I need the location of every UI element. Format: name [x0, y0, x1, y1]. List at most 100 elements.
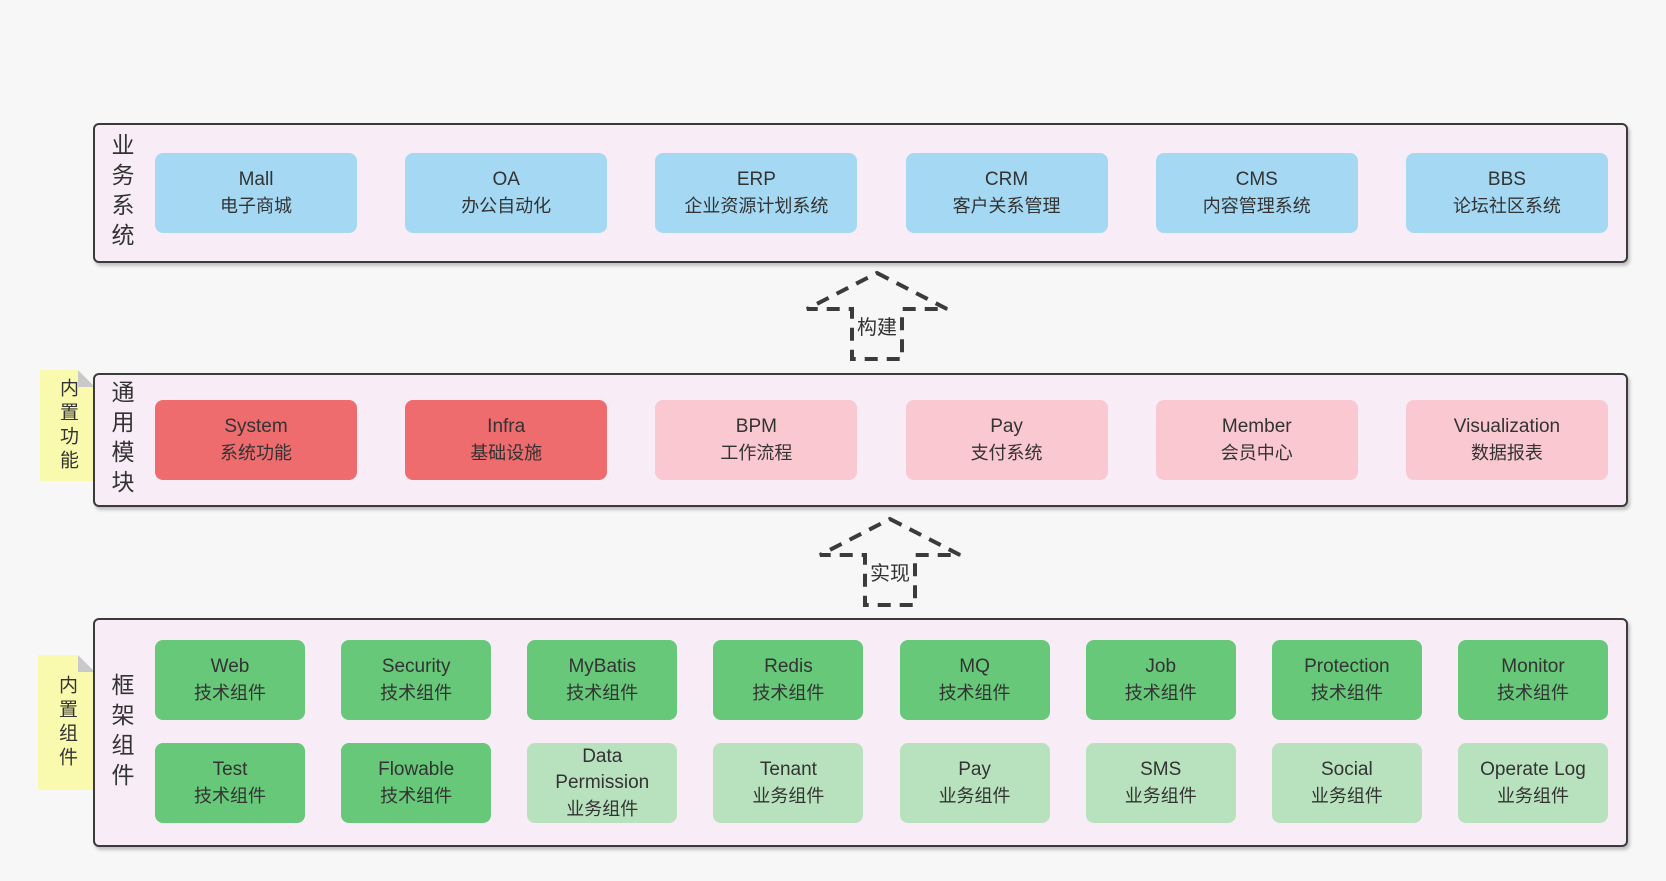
module-box-bpm: BPM 工作流程 — [655, 400, 858, 480]
dashed-up-arrow-icon — [819, 516, 961, 607]
box-title: OA — [492, 169, 520, 190]
box-title: Security — [381, 656, 451, 677]
box-title: Monitor — [1501, 656, 1565, 677]
box-subtitle: 技术组件 — [938, 683, 1011, 703]
band-boxes: Mall 电子商城 OA 办公自动化 ERP 企业资源计划系统 CRM 客户关系… — [143, 153, 1626, 233]
system-box-crm: CRM 客户关系管理 — [905, 153, 1108, 233]
box-subtitle: 技术组件 — [380, 786, 453, 806]
component-box-protection: Protection 技术组件 — [1271, 640, 1422, 720]
band-label: 框架组件 — [108, 672, 134, 793]
band-label: 通用模块 — [108, 380, 134, 500]
box-title: BBS — [1487, 169, 1526, 190]
sticky-note-builtin-features: 内置功能 — [40, 370, 95, 481]
box-title: System — [224, 416, 288, 437]
band-rows: Web 技术组件 Security 技术组件 MyBatis 技术组件 Redi… — [143, 620, 1626, 845]
band-boxes: System 系统功能 Infra 基础设施 BPM 工作流程 Pay 支付系统… — [143, 400, 1626, 480]
box-subtitle: 数据报表 — [1470, 443, 1543, 463]
component-box-job: Job 技术组件 — [1085, 640, 1236, 720]
box-subtitle: 业务组件 — [1124, 786, 1197, 806]
system-box-erp: ERP 企业资源计划系统 — [655, 153, 858, 233]
box-subtitle: 论坛社区系统 — [1452, 196, 1561, 216]
sticky-note-builtin-components: 内置组件 — [38, 655, 95, 790]
box-title: Member — [1221, 416, 1292, 437]
module-box-member: Member 会员中心 — [1155, 400, 1358, 480]
box-title: Web — [210, 656, 250, 677]
box-subtitle: 内容管理系统 — [1202, 196, 1311, 216]
box-subtitle: 系统功能 — [220, 443, 292, 463]
band-common-modules: 通用模块 System 系统功能 Infra 基础设施 BPM 工作流程 Pay… — [93, 373, 1628, 507]
box-subtitle: 支付系统 — [970, 443, 1043, 463]
box-title: Pay — [958, 759, 991, 780]
box-subtitle: 办公自动化 — [461, 196, 552, 216]
component-box-social: Social 业务组件 — [1271, 743, 1422, 823]
box-title: Visualization — [1453, 416, 1561, 437]
component-box-mq: MQ 技术组件 — [899, 640, 1050, 720]
component-box-operate-log: Operate Log 业务组件 — [1457, 743, 1608, 823]
band-business-systems: 业务系统 Mall 电子商城 OA 办公自动化 ERP 企业资源计划系统 CRM… — [93, 123, 1628, 263]
component-box-tenant: Tenant 业务组件 — [713, 743, 864, 823]
box-subtitle: 业务组件 — [566, 799, 639, 819]
box-title: Mall — [238, 169, 274, 190]
component-box-sms: SMS 业务组件 — [1085, 743, 1236, 823]
module-box-visualization: Visualization 数据报表 — [1405, 400, 1608, 480]
dashed-up-arrow-icon — [806, 270, 948, 361]
component-box-web: Web 技术组件 — [155, 640, 305, 720]
box-subtitle: 企业资源计划系统 — [684, 196, 829, 216]
box-subtitle: 技术组件 — [1310, 683, 1383, 703]
note-label: 内置组件 — [56, 674, 77, 771]
box-title: ERP — [736, 169, 776, 190]
box-title: Operate Log — [1480, 759, 1586, 780]
box-subtitle: 电子商城 — [220, 196, 292, 216]
box-subtitle: 会员中心 — [1220, 443, 1293, 463]
box-subtitle: 技术组件 — [752, 683, 825, 703]
box-title: BPM — [735, 416, 777, 437]
box-title: CRM — [984, 169, 1029, 190]
module-box-infra: Infra 基础设施 — [405, 400, 608, 480]
box-subtitle: 业务组件 — [752, 786, 825, 806]
component-row-2: Test 技术组件 Flowable 技术组件 Data Permission … — [155, 743, 1608, 823]
component-box-redis: Redis 技术组件 — [713, 640, 864, 720]
component-row-1: Web 技术组件 Security 技术组件 MyBatis 技术组件 Redi… — [155, 640, 1608, 720]
arrow-implement: 实现 — [817, 516, 963, 608]
arrow-label: 构建 — [854, 310, 900, 341]
component-box-mybatis: MyBatis 技术组件 — [527, 640, 678, 720]
box-title: Flowable — [378, 759, 455, 780]
component-box-security: Security 技术组件 — [341, 640, 492, 720]
band-label: 业务系统 — [108, 133, 134, 253]
box-title: Data Permission — [555, 746, 650, 793]
box-title: Test — [212, 759, 248, 780]
box-subtitle: 技术组件 — [194, 786, 266, 806]
box-subtitle: 客户关系管理 — [952, 196, 1061, 216]
box-subtitle: 技术组件 — [1496, 683, 1569, 703]
box-title: Protection — [1304, 656, 1390, 677]
box-title: CMS — [1235, 169, 1278, 190]
box-title: MyBatis — [568, 656, 637, 677]
component-box-pay: Pay 业务组件 — [899, 743, 1050, 823]
box-title: Infra — [487, 416, 526, 437]
box-subtitle: 技术组件 — [1124, 683, 1197, 703]
arrow-label: 实现 — [867, 556, 913, 587]
box-title: Redis — [764, 656, 813, 677]
box-title: Tenant — [759, 759, 817, 780]
box-subtitle: 业务组件 — [938, 786, 1011, 806]
box-title: MQ — [959, 656, 990, 677]
component-box-flowable: Flowable 技术组件 — [341, 743, 492, 823]
note-label: 内置功能 — [57, 377, 78, 474]
box-title: Pay — [990, 416, 1023, 437]
component-box-test: Test 技术组件 — [155, 743, 305, 823]
box-title: Social — [1320, 759, 1373, 780]
box-subtitle: 业务组件 — [1496, 786, 1569, 806]
box-subtitle: 技术组件 — [566, 683, 639, 703]
box-title: Job — [1145, 656, 1177, 677]
box-subtitle: 技术组件 — [194, 683, 266, 703]
band-framework-components: 框架组件 Web 技术组件 Security 技术组件 MyBatis 技术组件… — [93, 618, 1628, 847]
box-subtitle: 基础设施 — [470, 443, 543, 463]
box-subtitle: 工作流程 — [720, 443, 793, 463]
module-box-pay: Pay 支付系统 — [905, 400, 1108, 480]
system-box-bbs: BBS 论坛社区系统 — [1405, 153, 1608, 233]
module-box-system: System 系统功能 — [155, 400, 357, 480]
box-subtitle: 技术组件 — [380, 683, 453, 703]
system-box-oa: OA 办公自动化 — [405, 153, 608, 233]
box-subtitle: 业务组件 — [1310, 786, 1383, 806]
